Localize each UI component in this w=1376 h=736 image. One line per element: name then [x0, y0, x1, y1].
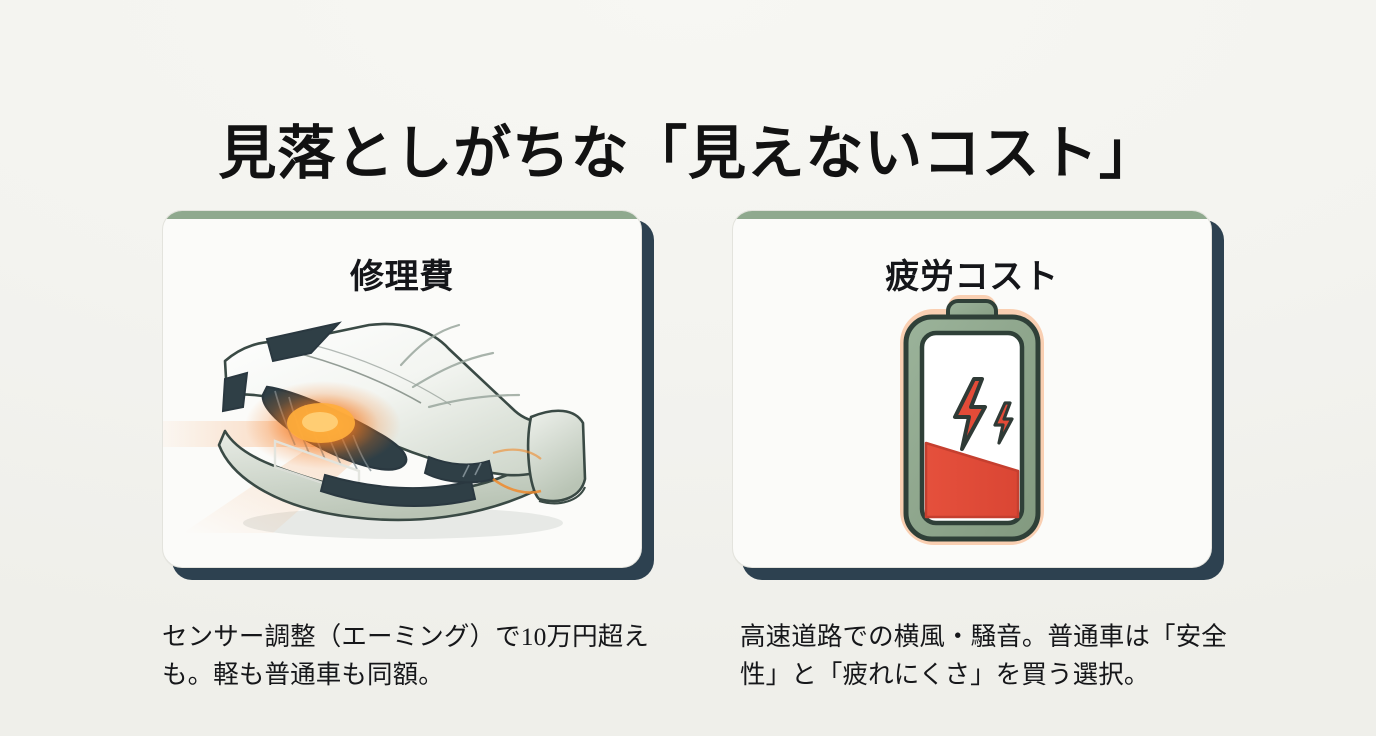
card-repair-cost[interactable]: 修理費 [162, 210, 654, 580]
car-front-bumper-illustration [163, 295, 641, 563]
card-title: 疲労コスト [885, 258, 1059, 296]
card-surface: 修理費 [162, 210, 642, 568]
captions-row: センサー調整（エーミング）で10万円超えも。軽も普通車も同額。 高速道路での横風… [162, 592, 1252, 702]
card-surface: 疲労コスト [732, 210, 1212, 568]
cards-row: 修理費 [162, 210, 1224, 580]
title-bar: 見落としがちな「見えないコスト」 [0, 84, 1376, 223]
card-accent-bar [733, 211, 1211, 219]
caption-fatigue-cost: 高速道路での横風・騒音。普通車は「安全性」と「疲れにくさ」を買う選択。 [740, 621, 1227, 690]
card-fatigue-cost[interactable]: 疲労コスト [732, 210, 1224, 580]
low-battery-illustration [733, 295, 1211, 563]
card-accent-bar [163, 211, 641, 219]
caption-repair-cost: センサー調整（エーミング）で10万円超えも。軽も普通車も同額。 [162, 621, 650, 690]
page-title: 見落としがちな「見えないコスト」 [218, 120, 1158, 186]
card-title: 修理費 [349, 258, 455, 296]
